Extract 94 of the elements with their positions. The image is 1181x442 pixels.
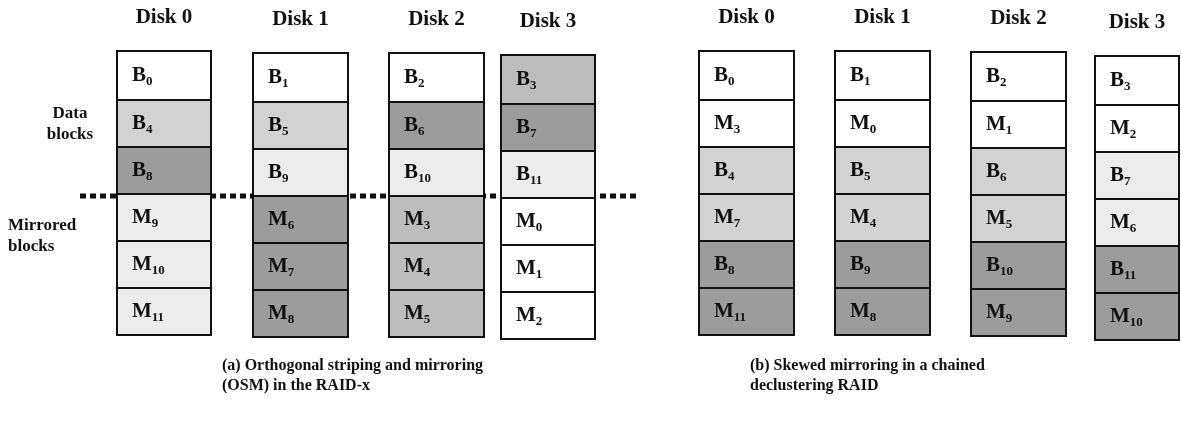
block-label: B$_{0}$ bbox=[132, 62, 153, 89]
block-cell bbox=[390, 195, 483, 242]
block-cell bbox=[836, 193, 929, 240]
block-label: B$_{2}$ bbox=[986, 63, 1007, 90]
block-cell bbox=[836, 240, 929, 287]
block-label: B$_{6}$ bbox=[404, 112, 425, 139]
block-label: B$_{1}$ bbox=[850, 62, 871, 89]
block-label: B$_{3}$ bbox=[516, 66, 537, 93]
block-label: B$_{6}$ bbox=[986, 158, 1007, 185]
disk-heading: Disk 3 bbox=[1107, 9, 1167, 34]
block-cell bbox=[1096, 151, 1178, 198]
block-cell bbox=[502, 103, 594, 150]
block-label: M$_{5}$ bbox=[404, 300, 431, 327]
block-label: B$_{10}$ bbox=[404, 159, 431, 186]
block-label: B$_{3}$ bbox=[1110, 67, 1131, 94]
block-label: M$_{3}$ bbox=[404, 206, 431, 233]
block-label: M$_{6}$ bbox=[1110, 209, 1137, 236]
block-cell bbox=[1096, 292, 1178, 339]
block-label: B$_{8}$ bbox=[714, 251, 735, 278]
block-label: B$_{0}$ bbox=[714, 62, 735, 89]
block-label: M$_{10}$ bbox=[1110, 303, 1143, 330]
block-cell bbox=[254, 242, 347, 289]
block-label: M$_{0}$ bbox=[516, 208, 543, 235]
block-cell bbox=[972, 241, 1065, 288]
disk-heading: Disk 0 bbox=[134, 4, 194, 29]
block-cell bbox=[254, 289, 347, 336]
disk-heading: Disk 1 bbox=[271, 6, 330, 31]
block-label: B$_{5}$ bbox=[850, 157, 871, 184]
figure-caption: (b) Skewed mirroring in a chained declustering RAID bbox=[750, 355, 986, 395]
block-cell bbox=[972, 194, 1065, 241]
block-label: B$_{4}$ bbox=[132, 110, 153, 137]
block-cell bbox=[118, 193, 210, 240]
block-label: B$_{7}$ bbox=[1110, 162, 1131, 189]
disk-heading: Disk 3 bbox=[518, 8, 578, 33]
block-cell bbox=[1096, 198, 1178, 245]
block-label: M$_{8}$ bbox=[850, 298, 877, 325]
block-label: M$_{0}$ bbox=[850, 110, 877, 137]
block-label: M$_{6}$ bbox=[268, 206, 295, 233]
disk-heading: Disk 0 bbox=[717, 4, 776, 29]
block-cell bbox=[502, 150, 594, 197]
block-cell bbox=[700, 146, 793, 193]
block-label: M$_{2}$ bbox=[516, 302, 543, 329]
block-label: M$_{1}$ bbox=[986, 111, 1013, 138]
block-label: B$_{11}$ bbox=[1110, 256, 1137, 283]
block-label: B$_{2}$ bbox=[404, 64, 425, 91]
block-label: B$_{9}$ bbox=[268, 159, 289, 186]
block-cell bbox=[700, 193, 793, 240]
figure-caption: (a) Orthogonal striping and mirroring (OSM) in the RAID-x bbox=[222, 355, 485, 395]
block-label: M$_{7}$ bbox=[268, 253, 295, 280]
block-label: M$_{5}$ bbox=[986, 205, 1013, 232]
block-label: B$_{4}$ bbox=[714, 157, 735, 184]
block-cell bbox=[972, 147, 1065, 194]
block-label: B$_{11}$ bbox=[516, 161, 543, 188]
block-cell bbox=[390, 101, 483, 148]
row-group-label: Data blocks bbox=[45, 102, 95, 145]
block-cell bbox=[390, 289, 483, 336]
block-label: M$_{3}$ bbox=[714, 110, 741, 137]
disk-heading: Disk 2 bbox=[989, 5, 1048, 30]
block-label: M$_{9}$ bbox=[986, 299, 1013, 326]
block-cell bbox=[390, 242, 483, 289]
block-label: M$_{4}$ bbox=[850, 204, 877, 231]
block-cell bbox=[972, 288, 1065, 335]
block-cell bbox=[254, 101, 347, 148]
block-cell bbox=[254, 195, 347, 242]
block-cell bbox=[700, 287, 793, 334]
block-label: B$_{8}$ bbox=[132, 157, 153, 184]
block-label: M$_{10}$ bbox=[132, 251, 165, 278]
block-cell bbox=[118, 99, 210, 146]
block-label: M$_{4}$ bbox=[404, 253, 431, 280]
block-cell bbox=[836, 287, 929, 334]
block-cell bbox=[118, 146, 210, 193]
block-label: M$_{7}$ bbox=[714, 204, 741, 231]
block-label: B$_{10}$ bbox=[986, 252, 1013, 279]
disk-heading: Disk 1 bbox=[853, 4, 912, 29]
block-cell bbox=[1096, 245, 1178, 292]
block-cell bbox=[390, 148, 483, 195]
block-label: B$_{7}$ bbox=[516, 114, 537, 141]
block-label: M$_{8}$ bbox=[268, 300, 295, 327]
block-cell bbox=[700, 240, 793, 287]
row-group-label: Mirrored blocks bbox=[8, 214, 78, 257]
block-cell bbox=[254, 148, 347, 195]
block-label: M$_{11}$ bbox=[132, 298, 165, 325]
block-cell bbox=[836, 146, 929, 193]
block-label: B$_{1}$ bbox=[268, 64, 289, 91]
block-cell bbox=[118, 287, 210, 334]
block-label: M$_{11}$ bbox=[714, 298, 747, 325]
block-label: M$_{9}$ bbox=[132, 204, 159, 231]
disk-heading: Disk 2 bbox=[407, 6, 466, 31]
block-label: M$_{1}$ bbox=[516, 255, 543, 282]
block-cell bbox=[502, 56, 594, 103]
block-cell bbox=[118, 240, 210, 287]
block-label: B$_{5}$ bbox=[268, 112, 289, 139]
block-label: B$_{9}$ bbox=[850, 251, 871, 278]
block-label: M$_{2}$ bbox=[1110, 115, 1137, 142]
